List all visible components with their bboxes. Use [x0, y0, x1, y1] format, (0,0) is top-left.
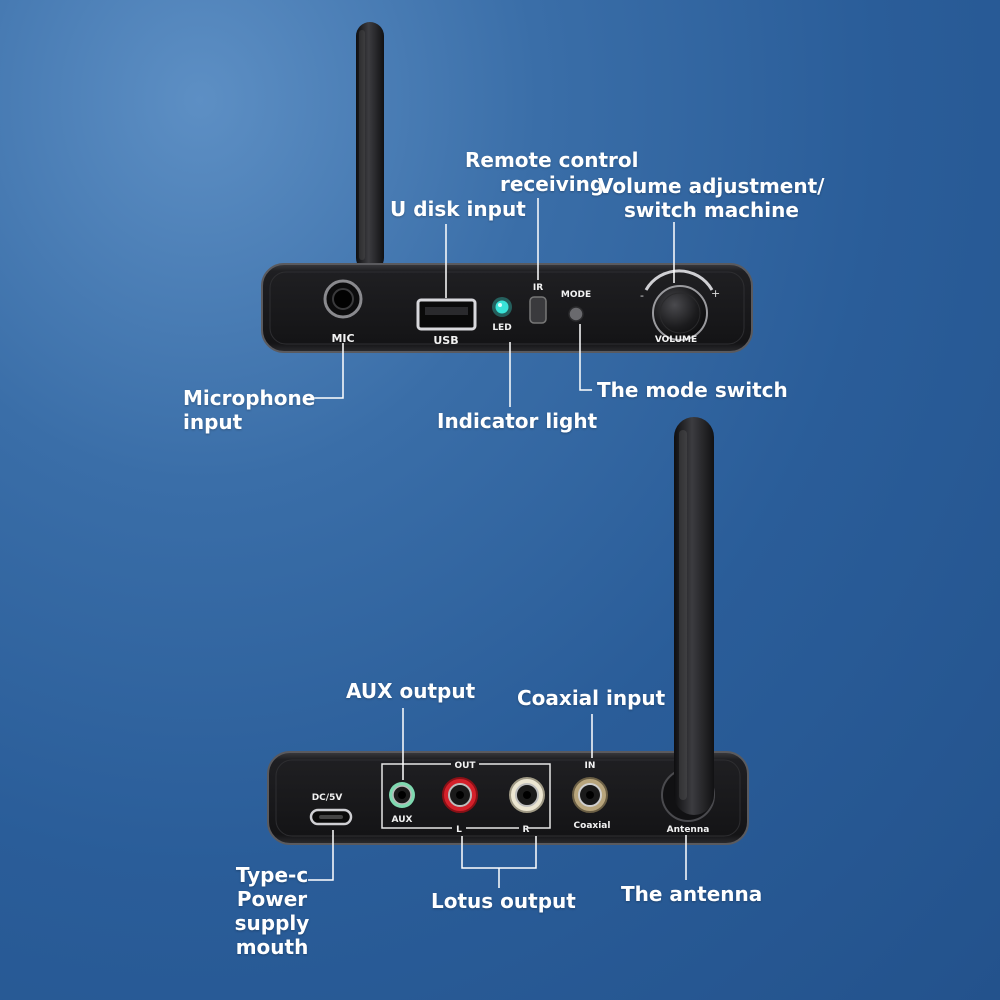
rear-leader-lines [308, 708, 687, 888]
svg-text:+: + [711, 287, 720, 300]
callout-volume-line1: Volume adjustment/ [598, 174, 825, 198]
rear-panel-device: DC/5V OUT AUX L R [267, 417, 749, 845]
rear-panel-body [267, 751, 749, 845]
callout-typec-line2: Power [236, 887, 308, 911]
callout-remote-line1: Remote control [465, 148, 639, 172]
callout-mode-switch: The mode switch [597, 378, 788, 402]
callout-volume-adjustment: Volume adjustment/ switch machine [598, 174, 824, 222]
out-bracket [381, 763, 551, 829]
mode-port-label: MODE [561, 290, 591, 300]
led-indicator [492, 297, 512, 317]
callout-mic-line1: Microphone [183, 386, 316, 410]
coaxial-jack [572, 777, 608, 813]
callout-typec-power: Type-c Power supply mouth [228, 863, 316, 959]
rca-left-jack [442, 777, 478, 813]
callout-indicator-light: Indicator light [437, 409, 598, 433]
callout-the-antenna: The antenna [621, 882, 763, 906]
callout-microphone-input: Microphone input [183, 386, 315, 434]
coaxial-port-label: Coaxial [574, 821, 611, 831]
right-channel-label: R [523, 825, 530, 835]
callout-coaxial-input: Coaxial input [517, 686, 666, 710]
left-channel-label: L [456, 825, 462, 835]
callout-mic-line2: input [183, 410, 243, 434]
usb-port [416, 298, 477, 331]
callout-aux-output: AUX output [346, 679, 476, 703]
ir-receiver-window [529, 296, 547, 324]
usb-port-label: USB [433, 334, 458, 347]
front-leader-lines [310, 198, 675, 407]
dc-port-label: DC/5V [312, 793, 343, 803]
rear-antenna [674, 417, 714, 815]
svg-text:-: - [640, 289, 644, 302]
volume-knob: - + [640, 269, 720, 341]
callout-remote-line2: receiving [500, 172, 605, 196]
out-port-label: OUT [454, 761, 476, 771]
rca-right-jack [509, 777, 545, 813]
callout-lotus-output: Lotus output [431, 889, 576, 913]
mic-port-label: MIC [331, 332, 354, 345]
front-antenna [356, 22, 384, 272]
front-panel-device: MIC USB LED IR MODE - + VOLUME [261, 22, 753, 353]
ir-port-label: IR [533, 283, 543, 293]
callout-remote-control: Remote control receiving [465, 148, 639, 196]
aux-jack [389, 782, 415, 808]
led-port-label: LED [492, 323, 511, 333]
antenna-port-label: Antenna [667, 825, 710, 835]
callout-udisk-input: U disk input [390, 197, 526, 221]
volume-port-label: VOLUME [655, 335, 697, 345]
mic-jack [323, 279, 363, 319]
callout-typec-line4: mouth [235, 935, 309, 959]
mode-button [568, 306, 584, 322]
aux-port-label: AUX [392, 815, 413, 825]
callout-typec-line1: Type-c [235, 863, 309, 887]
callout-typec-line3: supply [234, 911, 310, 935]
in-port-label: IN [585, 761, 596, 771]
callout-volume-line2: switch machine [624, 198, 799, 222]
